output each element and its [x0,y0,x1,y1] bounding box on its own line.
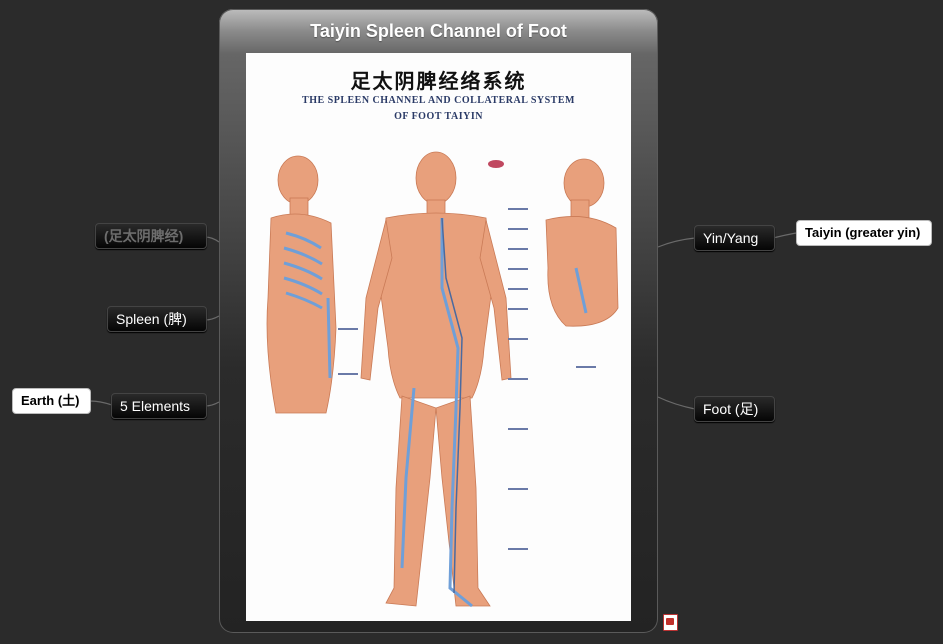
central-topic-title: Taiyin Spleen Channel of Foot [310,21,567,41]
organ-node[interactable]: Spleen (脾) [107,306,207,332]
earth-node[interactable]: Earth (土) [12,388,91,414]
poster-title-en-1: THE SPLEEN CHANNEL AND COLLATERAL SYSTEM [302,95,575,106]
channel-poster-image[interactable]: 足太阴脾经络系统 THE SPLEEN CHANNEL AND COLLATER… [246,53,631,621]
foot-node[interactable]: Foot (足) [694,396,775,422]
chinese-name-node[interactable]: (足太阴脾经) [95,223,207,249]
anatomy-illustration [266,151,619,608]
poster-title-en-2: OF FOOT TAIYIN [394,111,483,122]
yin-yang-node[interactable]: Yin/Yang [694,225,775,251]
attachment-icon[interactable] [663,614,678,631]
poster-title-cn: 足太阴脾经络系统 [350,69,527,93]
five-elements-node[interactable]: 5 Elements [111,393,207,419]
taiyin-node[interactable]: Taiyin (greater yin) [796,220,932,246]
central-topic[interactable]: Taiyin Spleen Channel of Foot 足太阴脾经络系统 T… [219,9,658,633]
